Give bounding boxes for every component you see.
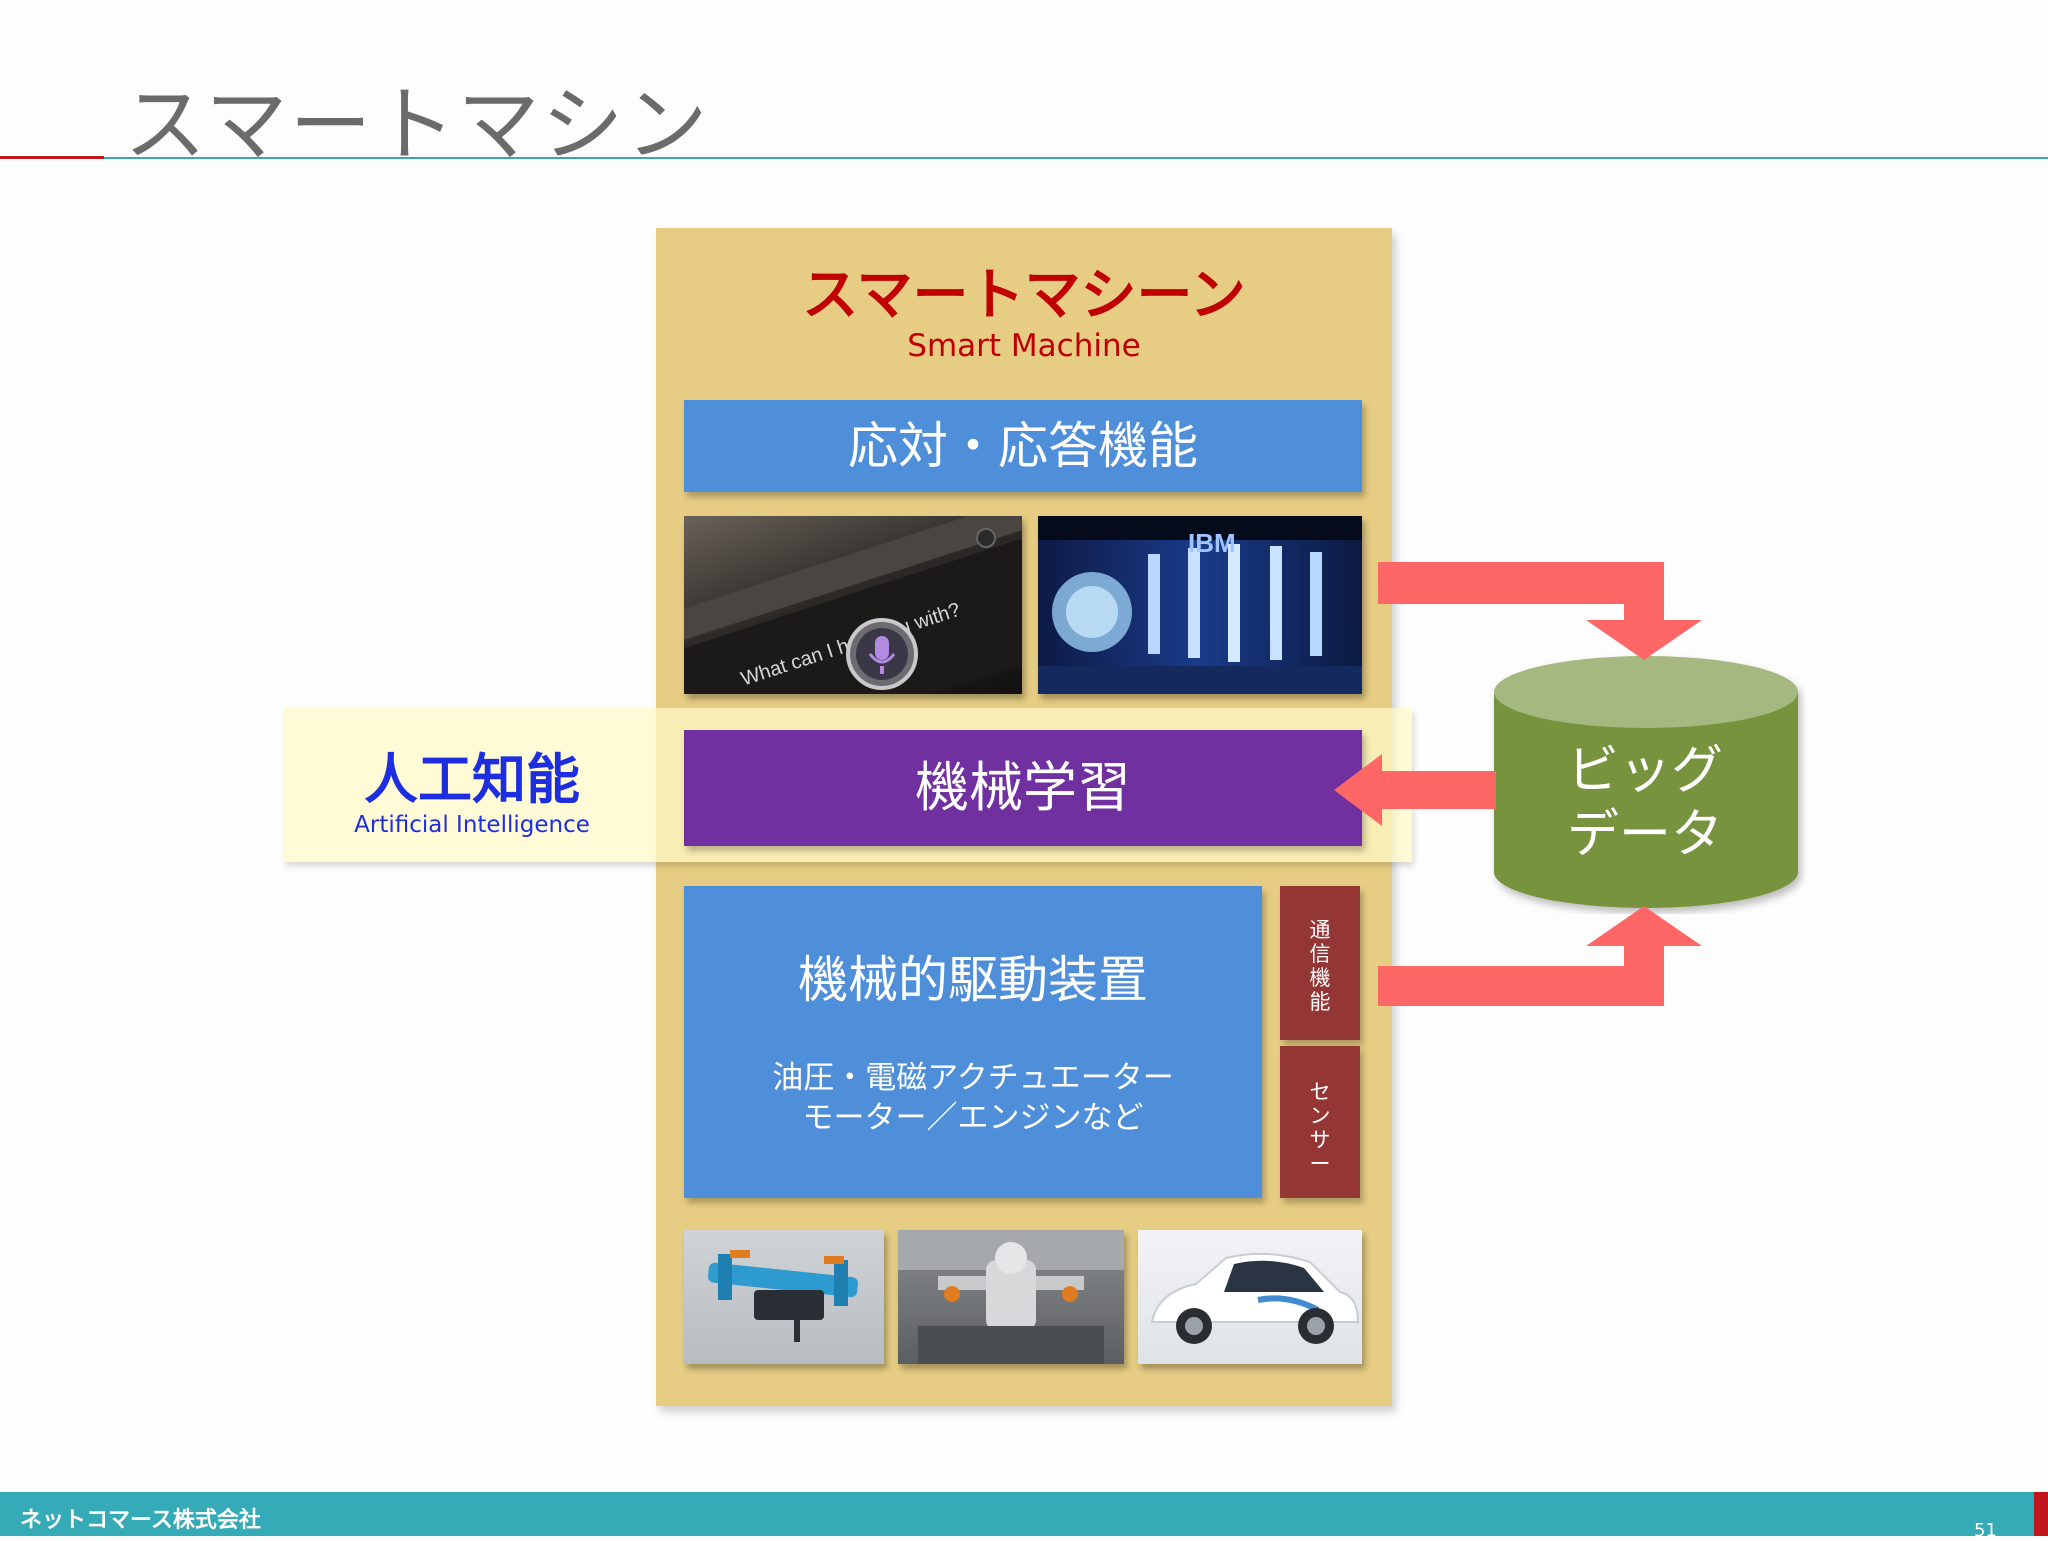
microphone-icon — [846, 618, 918, 690]
database-cylinder-icon — [1494, 656, 1798, 908]
smart-machine-title: スマートマシーン — [802, 263, 1246, 328]
ai-subtitle: Artificial Intelligence — [354, 812, 590, 838]
mechanical-drive-box — [684, 886, 1262, 1198]
mechanical-drive-desc-line1: 油圧・電磁アクチュエーター — [772, 1060, 1174, 1096]
company-name: ネットコマース株式会社 — [20, 1508, 261, 1533]
communication-label: 通信機能 — [1309, 918, 1331, 1014]
page-number: 51 — [1974, 1520, 1997, 1541]
communication-box — [1280, 886, 1360, 1040]
big-data-label-line1: ビッグ — [1566, 741, 1723, 801]
sensor-label: センサー — [1309, 1080, 1331, 1176]
electric-car-photo — [1138, 1230, 1362, 1364]
mechanical-drive-desc-line2: モーター／エンジンなど — [802, 1100, 1144, 1136]
big-data-label-line2: データ — [1566, 805, 1723, 865]
ibm-label: IBM — [1188, 528, 1236, 558]
drone-photo — [684, 1230, 884, 1364]
title-rule — [104, 157, 2048, 159]
factory-robot-photo — [898, 1230, 1124, 1364]
siri-photo: What can I help you with? — [684, 516, 1022, 694]
machine-learning-box: 機械学習 — [684, 730, 1362, 846]
title-rule-accent — [0, 156, 104, 159]
response-function-box: 応対・応答機能 — [684, 400, 1362, 492]
sensor-box — [1280, 1046, 1360, 1198]
arrow-to-big-data — [1378, 562, 1702, 660]
smart-machine-subtitle: Smart Machine — [907, 328, 1141, 364]
mechanical-drive-title: 機械的駆動装置 — [798, 951, 1148, 1009]
ai-title: 人工知能 — [364, 748, 580, 811]
arrow-from-devices — [1378, 906, 1702, 1006]
slide-title: スマートマシン — [124, 78, 710, 173]
watson-photo: IBM — [1038, 516, 1362, 694]
footer-accent — [2034, 1492, 2048, 1536]
footer-bar — [0, 1492, 2048, 1536]
